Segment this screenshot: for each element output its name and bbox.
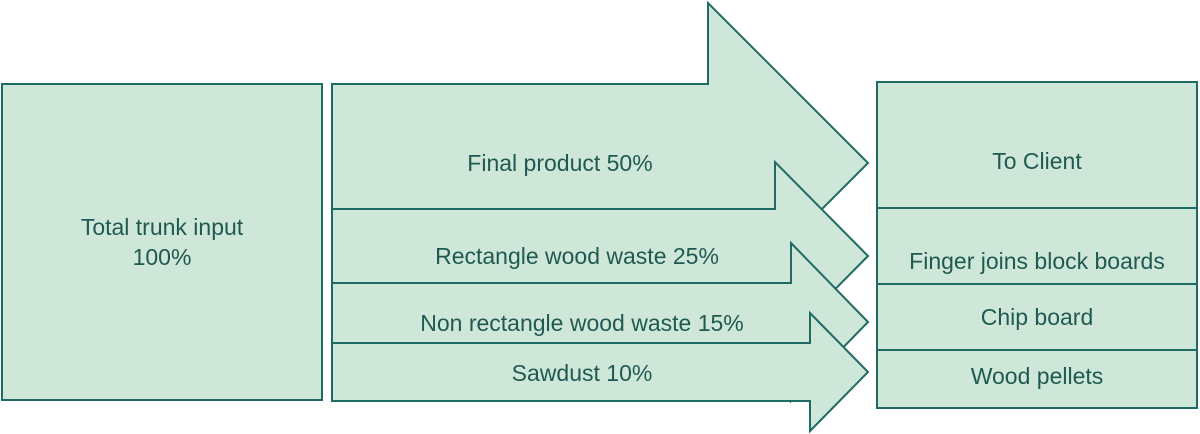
destination-to-client: To Client	[992, 148, 1082, 174]
arrow-sawdust	[331, 310, 870, 434]
destination-finger-joins: Finger joins block boards	[909, 248, 1165, 274]
input-label-line1: Total trunk input	[80, 214, 244, 240]
destination-wood-pellets: Wood pellets	[970, 363, 1104, 389]
input-label: Total trunk input 100%	[2, 212, 322, 272]
input-box	[1, 83, 323, 401]
destination-box	[876, 81, 1198, 409]
flow-label-final-product: Final product 50%	[467, 150, 653, 176]
flow-label-rectangle-waste: Rectangle wood waste 25%	[435, 243, 719, 269]
input-label-line2: 100%	[132, 244, 192, 270]
destination-chip-board: Chip board	[980, 304, 1094, 330]
flow-label-non-rectangle-waste: Non rectangle wood waste 15%	[420, 310, 744, 336]
flow-label-sawdust: Sawdust 10%	[511, 360, 653, 386]
